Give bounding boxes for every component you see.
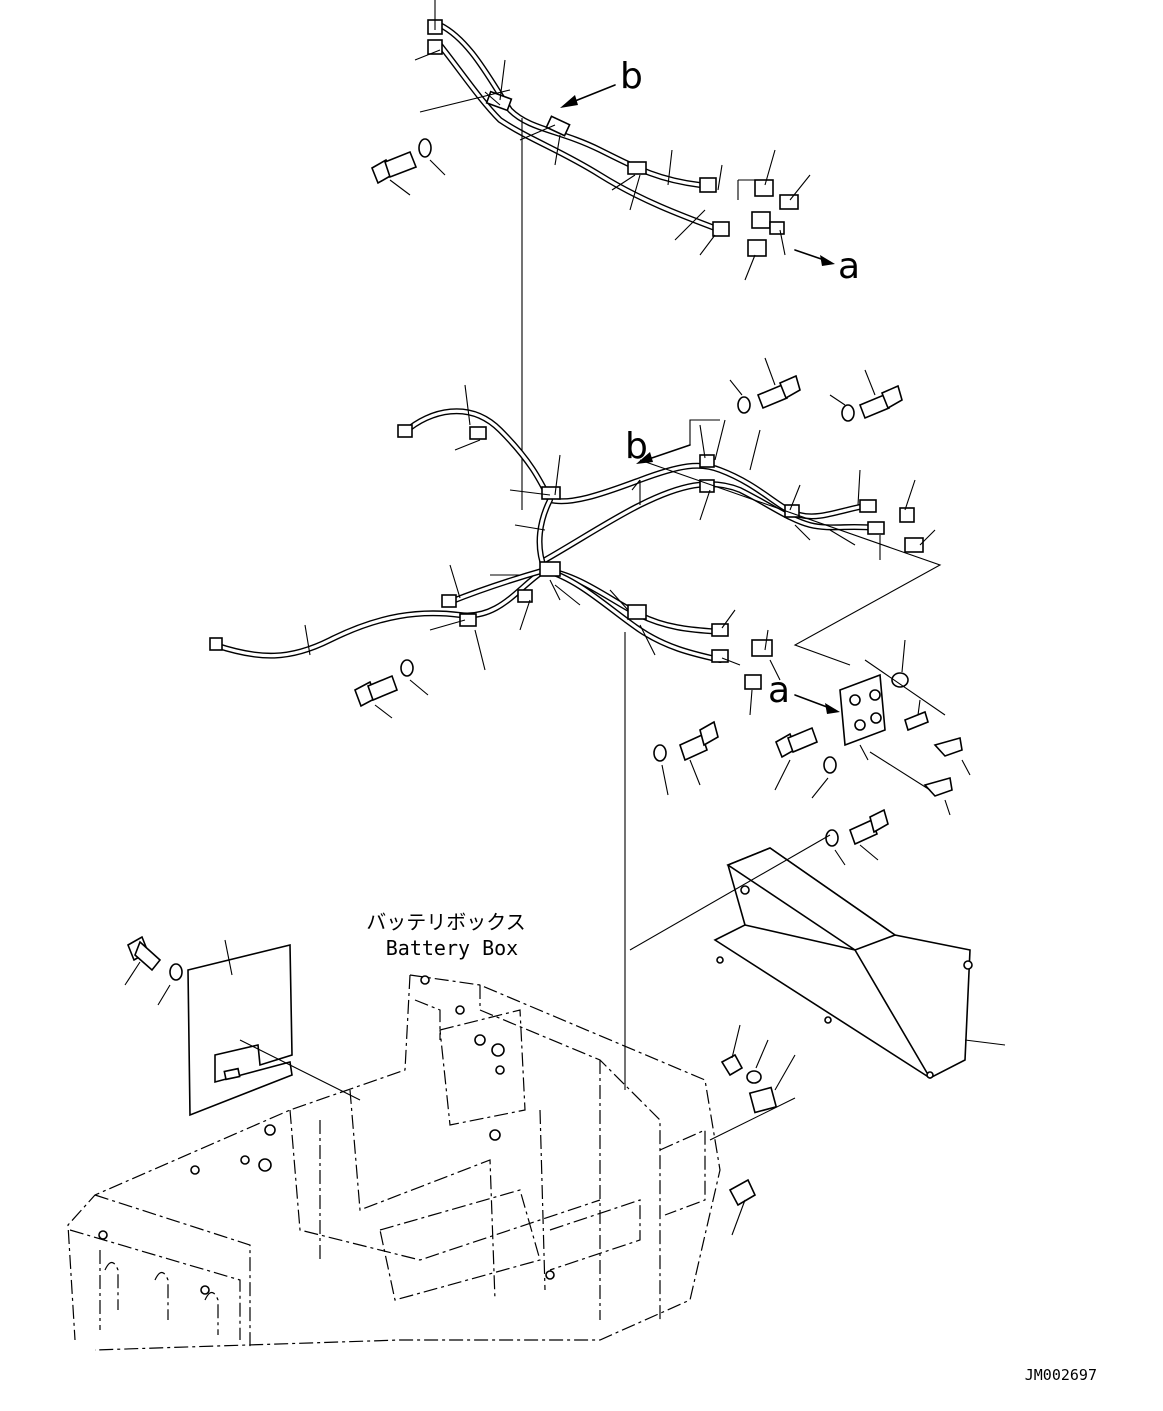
battery-cover-plate	[629, 808, 1006, 1079]
mounting-bracket	[839, 639, 971, 816]
callout-label-a-mid: a	[768, 670, 790, 711]
middle-hose-assembly: b a	[209, 357, 971, 816]
bolt-cover	[825, 808, 889, 866]
bolt-mid-top-2	[829, 369, 903, 422]
bolt-mid-left	[354, 659, 429, 719]
clamp-hardware	[709, 1024, 796, 1236]
callout-label-a-top: a	[838, 246, 860, 287]
left-cover-plate	[124, 935, 361, 1117]
callout-label-b-mid: b	[625, 426, 648, 467]
bolt-left-plate	[124, 935, 183, 1006]
upper-hose-assembly: b a	[370, 0, 860, 287]
bolt-mid-bottom	[653, 720, 719, 796]
bolt-top-left	[370, 138, 446, 196]
callout-label-b-top: b	[620, 56, 643, 97]
battery-box-label-en: Battery Box	[386, 936, 518, 960]
drawing-id-label: JM002697	[1025, 1366, 1097, 1384]
bolt-mid-bracket	[774, 726, 837, 799]
battery-box-frame	[67, 974, 796, 1351]
bolt-mid-top-1	[729, 357, 801, 414]
battery-box-label-jp: バッテリボックス	[366, 910, 525, 934]
